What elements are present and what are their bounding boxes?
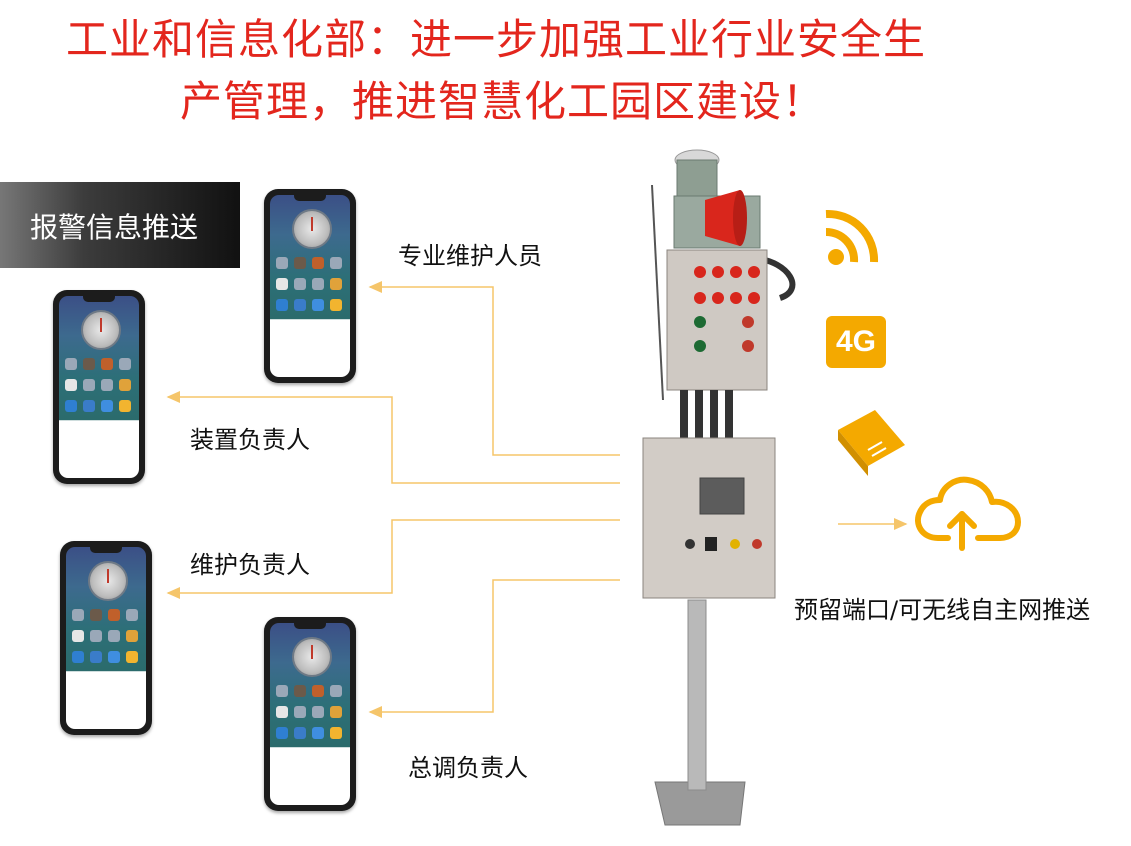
arrow-to-maintenance-manager — [166, 519, 620, 599]
ethernet-port-icon — [838, 410, 905, 476]
headline-line-2: 产管理，推进智慧化工园区建设！ — [180, 77, 826, 126]
clock-icon — [81, 310, 121, 350]
4g-icon — [826, 316, 886, 368]
phone-dispatch-manager — [264, 617, 356, 811]
phone-maintenance-staff — [264, 189, 356, 383]
phone-unit-manager — [53, 290, 145, 484]
clock-icon — [292, 209, 332, 249]
clock-icon — [88, 561, 128, 601]
wifi-icon — [825, 209, 879, 265]
label-maintenance-manager: 维护负责人 — [190, 551, 310, 579]
headline-line-1: 工业和信息化部：进一步加强工业行业安全生 — [66, 15, 927, 64]
alarm-push-banner: 报警信息推送 — [0, 182, 240, 268]
arrow-to-unit-manager — [166, 391, 620, 484]
arrow-to-dispatch-manager — [368, 579, 620, 718]
phone-maintenance-manager — [60, 541, 152, 735]
banner-label: 报警信息推送 — [30, 211, 199, 244]
label-maintenance-staff: 专业维护人员 — [398, 242, 542, 270]
label-dispatch-manager: 总调负责人 — [408, 754, 528, 782]
clock-icon — [292, 637, 332, 677]
4g-label: 4G — [835, 325, 877, 358]
cloud-upload-icon — [915, 476, 1021, 551]
label-unit-manager: 装置负责人 — [190, 426, 310, 454]
arrow-to-maintenance-staff — [368, 281, 620, 456]
port-note: 预留端口/可无线自主网推送 — [794, 596, 1091, 624]
